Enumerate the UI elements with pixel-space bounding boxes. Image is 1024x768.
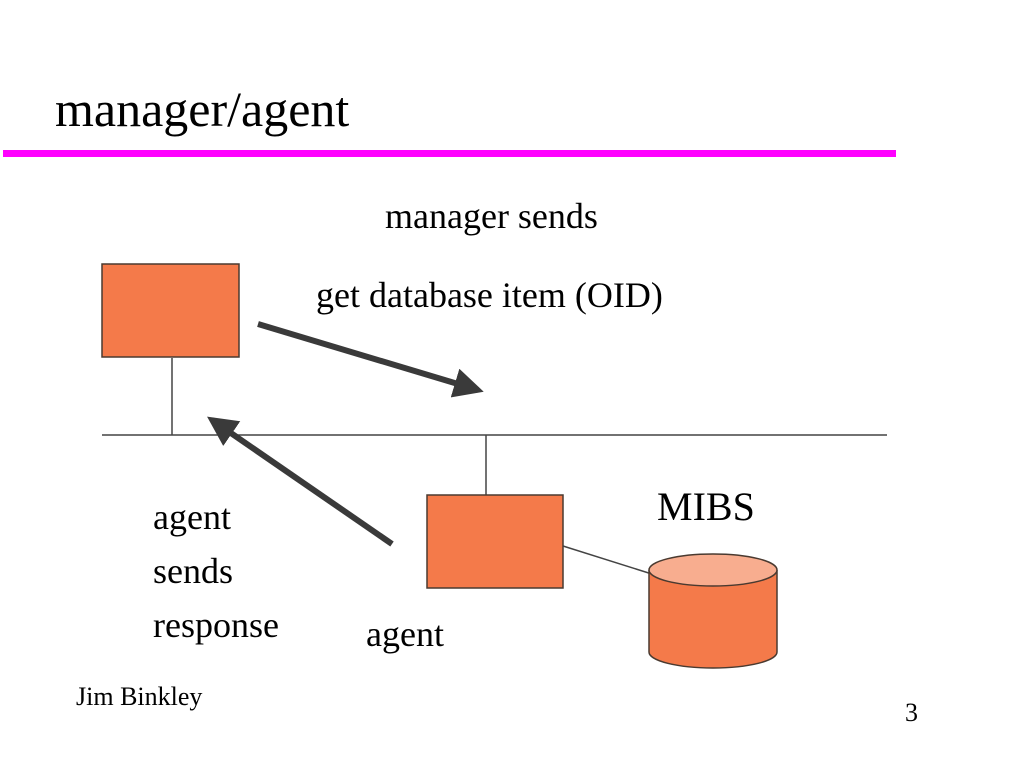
response-label-line: response bbox=[153, 605, 279, 645]
manager-node bbox=[101, 263, 240, 358]
request-label: get database item (OID) bbox=[316, 275, 663, 315]
agent-db-connector bbox=[562, 545, 656, 576]
title-underline bbox=[3, 150, 896, 157]
agent-node bbox=[426, 494, 564, 589]
slide-title: manager/agent bbox=[55, 81, 350, 137]
response-label: agent sends response bbox=[153, 490, 279, 652]
mibs-label: MIBS bbox=[657, 484, 755, 529]
response-arrow bbox=[207, 416, 394, 547]
footer-author: Jim Binkley bbox=[76, 682, 203, 711]
page-number: 3 bbox=[905, 698, 918, 727]
request-arrow bbox=[257, 321, 484, 398]
agent-label: agent bbox=[366, 614, 444, 654]
mib-database-icon bbox=[648, 553, 778, 669]
response-label-line: agent bbox=[153, 497, 231, 537]
manager-sends-label: manager sends bbox=[385, 196, 598, 236]
response-label-line: sends bbox=[153, 551, 233, 591]
